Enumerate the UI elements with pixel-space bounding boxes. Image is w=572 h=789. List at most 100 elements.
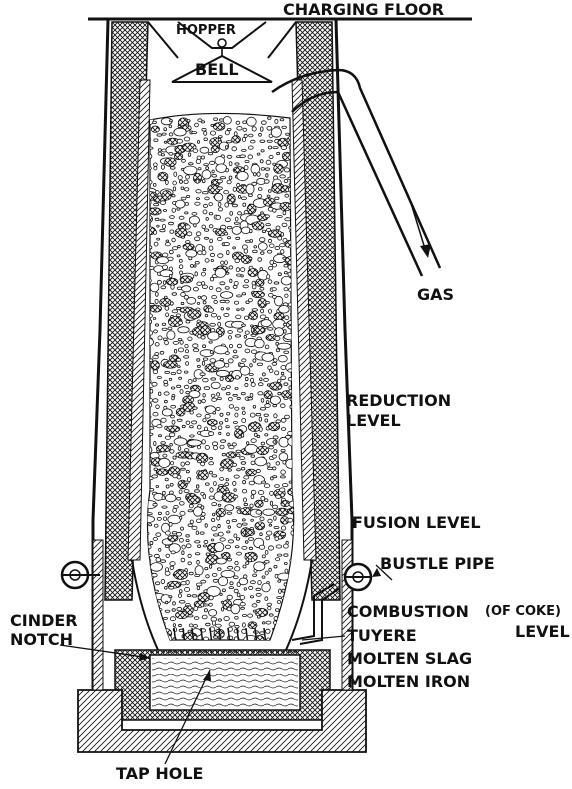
charge-lump: [260, 495, 266, 501]
charge-lump: [159, 218, 166, 222]
charge-lump: [234, 216, 239, 222]
charge-lump: [289, 582, 294, 586]
charge-lump: [260, 120, 267, 125]
charge-lump: [189, 434, 195, 438]
charge-lump: [246, 646, 249, 649]
charge-lump: [282, 210, 287, 216]
charge-lump: [180, 461, 185, 467]
column-right: [341, 539, 353, 691]
charge-lump: [176, 357, 182, 362]
charge-lump: [260, 319, 272, 328]
charge-lump: [187, 509, 194, 513]
charge-lump: [157, 171, 169, 182]
charge-lump: [169, 561, 176, 566]
charge-lump: [160, 417, 167, 423]
charge-lump: [171, 396, 175, 401]
combustion-stroke: [182, 627, 186, 641]
charge-lump: [283, 543, 289, 549]
charge-lump: [192, 406, 198, 410]
label-fusion-level: FUSION LEVEL: [352, 513, 481, 532]
charge-lump: [232, 246, 236, 250]
charge-lump: [291, 423, 294, 429]
charge-lump: [241, 614, 247, 617]
charge-lump: [271, 361, 278, 366]
charge-lump: [241, 433, 245, 438]
charge-lump: [147, 600, 151, 604]
charge-lump: [200, 155, 205, 160]
combustion-stroke: [236, 627, 240, 641]
charge-lump: [163, 399, 168, 404]
charge-lump: [168, 152, 174, 156]
charge-lump: [161, 643, 166, 647]
charge-lump: [261, 229, 267, 234]
charge-lump: [244, 540, 249, 544]
charge-lump: [173, 437, 188, 446]
charge-lump: [276, 342, 292, 350]
charge-lump: [201, 360, 206, 366]
charge-lump: [168, 586, 175, 590]
charge-lump: [240, 606, 245, 610]
charge-lump: [178, 179, 183, 184]
charge-lump: [192, 378, 197, 382]
charge-lump: [236, 592, 241, 597]
charge-lump: [156, 424, 163, 429]
charge-lump: [281, 588, 286, 593]
charge-lump: [241, 546, 248, 550]
charge-lump: [178, 593, 182, 598]
charge-lump: [196, 281, 203, 286]
charge-lump: [228, 586, 234, 589]
charge-lump: [266, 249, 273, 254]
charge-lump: [147, 378, 152, 384]
label-of-coke: (OF COKE): [485, 604, 561, 619]
charge-lump: [254, 635, 265, 641]
charge-lump: [183, 179, 189, 184]
charge-lump: [203, 644, 206, 647]
charge-lump: [240, 274, 244, 278]
charge-lump: [261, 621, 266, 625]
charge-lump: [267, 279, 273, 284]
charge-lump: [147, 415, 152, 419]
charge-lump: [210, 145, 220, 154]
charge-lump: [239, 602, 246, 607]
charge-lump: [191, 131, 198, 135]
charge-lump: [267, 116, 272, 120]
charge-lump: [199, 146, 210, 154]
charge-lump: [192, 148, 199, 153]
charge-lump: [212, 512, 216, 517]
charge-lump: [227, 330, 233, 334]
charge-lump: [201, 179, 206, 184]
charge-lump: [285, 631, 290, 637]
charge-lump: [174, 227, 188, 238]
charge-lump: [275, 348, 280, 353]
charge-lump: [250, 382, 256, 388]
charge-lump: [244, 159, 250, 163]
charge-lump: [236, 126, 243, 131]
charge-lump: [283, 553, 289, 557]
charge-lump: [256, 362, 263, 366]
column-left: [92, 539, 104, 691]
charge-lump: [241, 518, 246, 522]
charge-lump: [205, 622, 211, 627]
charge-lump: [180, 526, 184, 531]
charge-lump: [184, 187, 190, 192]
charge-lump: [185, 249, 198, 258]
charge-lump: [234, 258, 240, 264]
charge-lump: [235, 453, 241, 458]
charge-lump: [194, 201, 201, 206]
charge-lump: [211, 174, 218, 178]
charge-lump: [224, 482, 230, 487]
charge-lump: [204, 523, 208, 528]
charge-lump: [249, 228, 253, 234]
charge-lump: [202, 544, 207, 548]
charge-lump: [183, 136, 191, 142]
charge-lump: [281, 222, 288, 228]
charge-lump: [177, 347, 185, 353]
charge-lump: [216, 515, 221, 521]
charge-lump: [185, 361, 190, 366]
charge-lump: [168, 119, 173, 123]
charge-lump: [156, 256, 170, 265]
charge-lump: [168, 377, 173, 381]
charge-lump: [288, 183, 294, 187]
charge-lump: [195, 197, 200, 201]
